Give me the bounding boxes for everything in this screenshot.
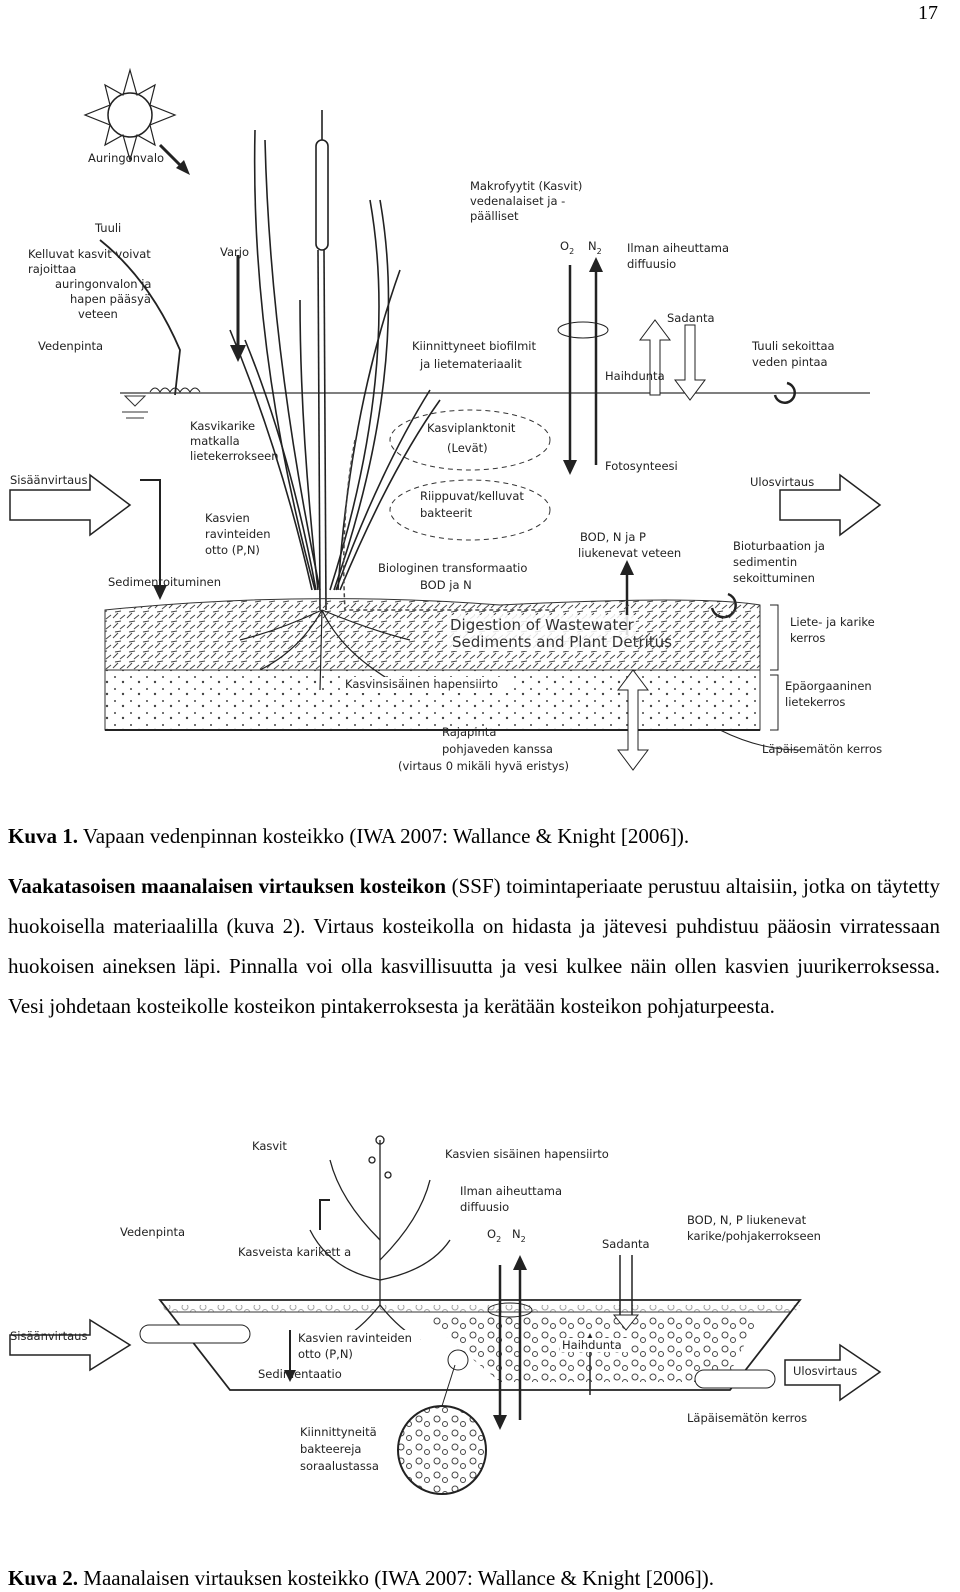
label-plant-litter: Kasveista karikett a bbox=[238, 1245, 351, 1259]
label-litter: Kasvikarike matkalla lietekerrokseen bbox=[190, 419, 279, 463]
label-bod: BOD, N ja P liukenevat veteen bbox=[578, 530, 681, 560]
label-shade: Varjo bbox=[220, 245, 249, 259]
cattail-plant bbox=[229, 110, 441, 611]
caption-label: Kuva 1. bbox=[8, 824, 79, 848]
body-paragraph: Vaakatasoisen maanalaisen virtauksen kos… bbox=[8, 866, 940, 1026]
label-water-surface: Vedenpinta bbox=[38, 339, 103, 353]
label-evaporation: Haihdunta bbox=[605, 369, 665, 383]
figure-1: Auringonvalo Tuuli Kelluvat kasvit voiva… bbox=[0, 50, 960, 790]
label-plants: Kasvit bbox=[252, 1139, 287, 1153]
label-o2: O2 bbox=[560, 239, 574, 256]
label-wind: Tuuli bbox=[94, 221, 121, 235]
label-macrophytes: Makrofyytit (Kasvit) vedenalaiset ja - p… bbox=[470, 179, 586, 223]
caption-figure-1: Kuva 1. Vapaan vedenpinnan kosteikko (IW… bbox=[8, 824, 689, 848]
label-precipitation-2: Sadanta bbox=[602, 1237, 650, 1251]
label-nutrient-uptake-2: Kasvien ravinteiden otto (P,N) bbox=[298, 1331, 416, 1361]
label-phytoplankton: Kasviplanktonit (Levät) bbox=[427, 421, 519, 455]
paragraph-text: (SSF) toimintaperiaate perustuu altaisii… bbox=[8, 874, 940, 1018]
label-internal-oxygen-2: Kasvien sisäinen hapensiirto bbox=[445, 1147, 609, 1161]
label-o2-2: O2 bbox=[487, 1227, 501, 1244]
label-nutrient-uptake: Kasvien ravinteiden otto (P,N) bbox=[205, 511, 274, 557]
label-evaporation-2: Haihdunta bbox=[562, 1338, 622, 1352]
label-wind-mixing: Tuuli sekoittaa veden pintaa bbox=[751, 339, 838, 369]
label-bacteria-2: Kiinnittyneitä bakteereja soraalustassa bbox=[300, 1425, 380, 1473]
label-inflow-2: Sisäänvirtaus bbox=[10, 1329, 87, 1343]
label-bod-2: BOD, N, P liukenevat karike/pohjakerroks… bbox=[687, 1213, 821, 1243]
label-biofilms: Kiinnittyneet biofilmit ja lietemateriaa… bbox=[412, 339, 540, 371]
label-air-diffusion: Ilman aiheuttama diffuusio bbox=[627, 241, 733, 271]
label-sludge-layer: Liete- ja karike kerros bbox=[790, 615, 878, 645]
label-air-diffusion-2: Ilman aiheuttama diffuusio bbox=[460, 1184, 566, 1214]
label-outflow: Ulosvirtaus bbox=[750, 475, 814, 489]
label-n2-2: N2 bbox=[512, 1227, 526, 1244]
caption-figure-2: Kuva 2. Maanalaisen virtauksen kosteikko… bbox=[8, 1566, 714, 1590]
label-bacteria: Riippuvat/kelluvat bakteerit bbox=[420, 489, 528, 520]
caption-label: Kuva 2. bbox=[8, 1566, 79, 1590]
label-interface: Rajapinta pohjaveden kanssa (virtaus 0 m… bbox=[398, 725, 569, 773]
label-internal-oxygen: Kasvinsisäinen hapensiirto bbox=[345, 677, 498, 691]
label-photosynthesis: Fotosynteesi bbox=[605, 459, 678, 473]
label-inflow: Sisäänvirtaus bbox=[10, 473, 87, 487]
label-impermeable: Läpäisemätön kerros bbox=[762, 742, 882, 756]
page-number: 17 bbox=[918, 2, 938, 24]
label-inorganic-layer: Epäorgaaninen lietekerros bbox=[785, 679, 875, 709]
caption-text: Vapaan vedenpinnan kosteikko (IWA 2007: … bbox=[78, 824, 690, 848]
label-bioturbation: Bioturbaation ja sedimentin sekoittumine… bbox=[733, 539, 829, 585]
label-n2: N2 bbox=[588, 239, 602, 256]
plant-icon bbox=[309, 1135, 451, 1341]
label-water-surface-2: Vedenpinta bbox=[120, 1225, 185, 1239]
label-digestion: Digestion of Wastewater Sediments and Pl… bbox=[450, 616, 672, 651]
label-bio-transform: Biologinen transformaatio BOD ja N bbox=[378, 561, 531, 592]
paragraph-bold-term: Vaakatasoisen maanalaisen virtauksen kos… bbox=[8, 874, 447, 898]
label-precipitation: Sadanta bbox=[667, 311, 715, 325]
label-floating-plants: Kelluvat kasvit voivat rajoittaa auringo… bbox=[28, 247, 155, 321]
label-sedimentation-2: Sedimentaatio bbox=[258, 1367, 342, 1381]
label-sunlight: Auringonvalo bbox=[88, 151, 164, 165]
caption-text: Maanalaisen virtauksen kosteikko (IWA 20… bbox=[78, 1566, 714, 1590]
figure-2: Kasvit Kasvien sisäinen hapensiirto Ilma… bbox=[0, 1120, 960, 1520]
label-outflow-2: Ulosvirtaus bbox=[793, 1364, 857, 1378]
label-sedimentation: Sedimentoituminen bbox=[108, 575, 221, 589]
label-impermeable-2: Läpäisemätön kerros bbox=[687, 1411, 807, 1425]
sun-icon bbox=[83, 67, 177, 163]
